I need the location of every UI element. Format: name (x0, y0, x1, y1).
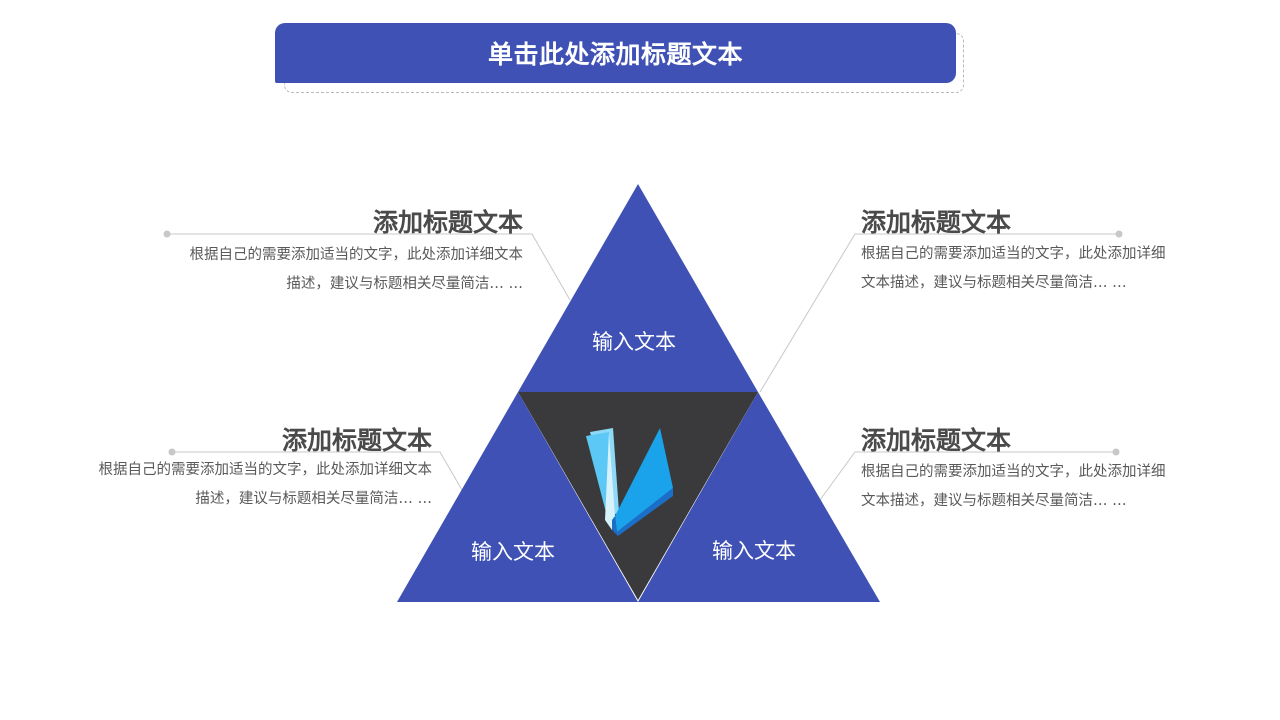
connector-dot-bottom-left (168, 448, 176, 456)
connector-line-bottom-left (172, 451, 463, 491)
triangle-label-top[interactable]: 输入文本 (592, 330, 676, 354)
connector-dot-top-right (1115, 230, 1123, 238)
title-bar[interactable]: 单击此处添加标题文本 (275, 23, 956, 83)
triangle-top (518, 184, 758, 392)
callout-heading-top-right[interactable]: 添加标题文本 (861, 208, 1012, 237)
connector-line-bottom-right (819, 451, 1116, 501)
triangle-right (638, 392, 880, 602)
callout-text-bottom-right[interactable]: 根据自己的需要添加适当的文字，此处添加详细文本描述，建议与标题相关尽量简洁… … (861, 464, 1166, 509)
connector-line-top-left (167, 233, 571, 301)
triangle-label-left[interactable]: 输入文本 (471, 540, 555, 564)
connector-line-top-right (759, 233, 1119, 393)
connector-dot-bottom-right (1112, 448, 1120, 456)
callout-text-top-left[interactable]: 根据自己的需要添加适当的文字，此处添加详细文本描述，建议与标题相关尽量简洁… … (189, 247, 524, 292)
callout-heading-top-left[interactable]: 添加标题文本 (372, 208, 523, 237)
callout-text-top-right[interactable]: 根据自己的需要添加适当的文字，此处添加详细文本描述，建议与标题相关尽量简洁… … (861, 246, 1166, 291)
triangle-label-right[interactable]: 输入文本 (712, 539, 796, 563)
triangle-left (397, 392, 638, 602)
page-title: 单击此处添加标题文本 (487, 40, 743, 69)
connector-dot-top-left (163, 230, 171, 238)
callout-text-bottom-left[interactable]: 根据自己的需要添加适当的文字，此处添加详细文本描述，建议与标题相关尽量简洁… … (98, 462, 433, 507)
callout-heading-bottom-left[interactable]: 添加标题文本 (281, 426, 432, 455)
book-icon (586, 428, 673, 536)
callout-heading-bottom-right[interactable]: 添加标题文本 (861, 426, 1012, 455)
